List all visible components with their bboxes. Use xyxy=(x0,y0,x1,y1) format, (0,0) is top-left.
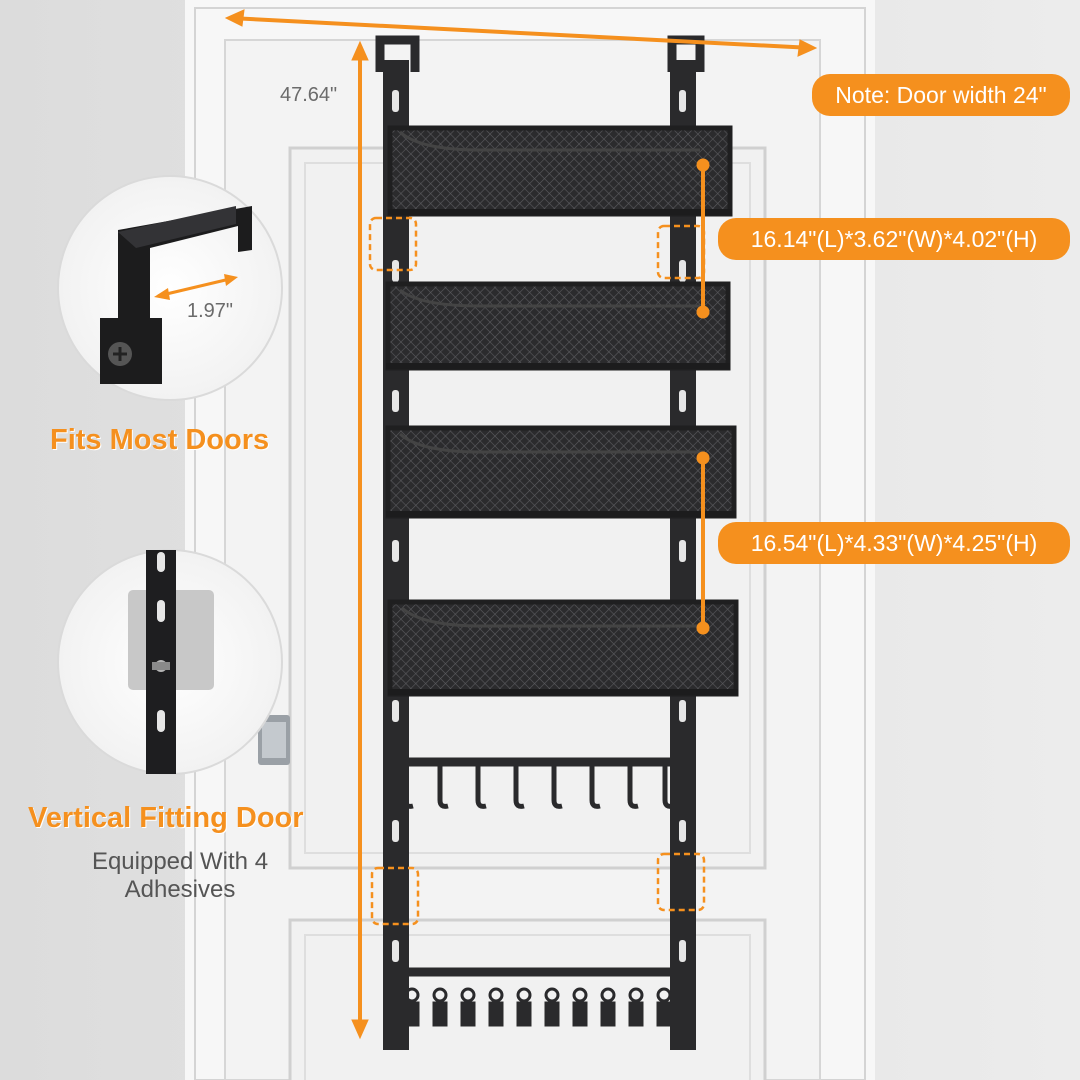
hook-bar xyxy=(395,757,695,809)
door-width-note: Note: Door width 24" xyxy=(812,74,1070,116)
dimension-lines xyxy=(224,9,818,1040)
clip-bar xyxy=(395,967,695,1027)
overall-height-label: 47.64" xyxy=(280,84,338,106)
basket-1 xyxy=(387,125,733,217)
fits-most-doors-title: Fits Most Doors xyxy=(50,424,270,456)
basket-2 xyxy=(385,281,731,371)
vertical-fitting-title: Vertical Fitting Door xyxy=(28,802,304,834)
small-basket-dimensions: 16.14"(L)*3.62"(W)*4.02"(H) xyxy=(718,218,1070,260)
top-hook-left xyxy=(375,35,420,72)
hook-detail-circle xyxy=(57,175,283,401)
basket-3 xyxy=(385,425,737,519)
large-basket-dimensions: 16.54"(L)*4.33"(W)*4.25"(H) xyxy=(718,522,1070,564)
hook-width-label: 1.97" xyxy=(187,300,234,322)
adhesives-caption: Equipped With 4 Adhesives xyxy=(80,848,280,904)
adhesives-caption-line1: Equipped With 4 xyxy=(91,848,269,875)
adhesives-caption-line2: Adhesives xyxy=(124,876,236,903)
adhesive-detail-circle xyxy=(57,549,283,775)
basket-4 xyxy=(387,599,739,697)
